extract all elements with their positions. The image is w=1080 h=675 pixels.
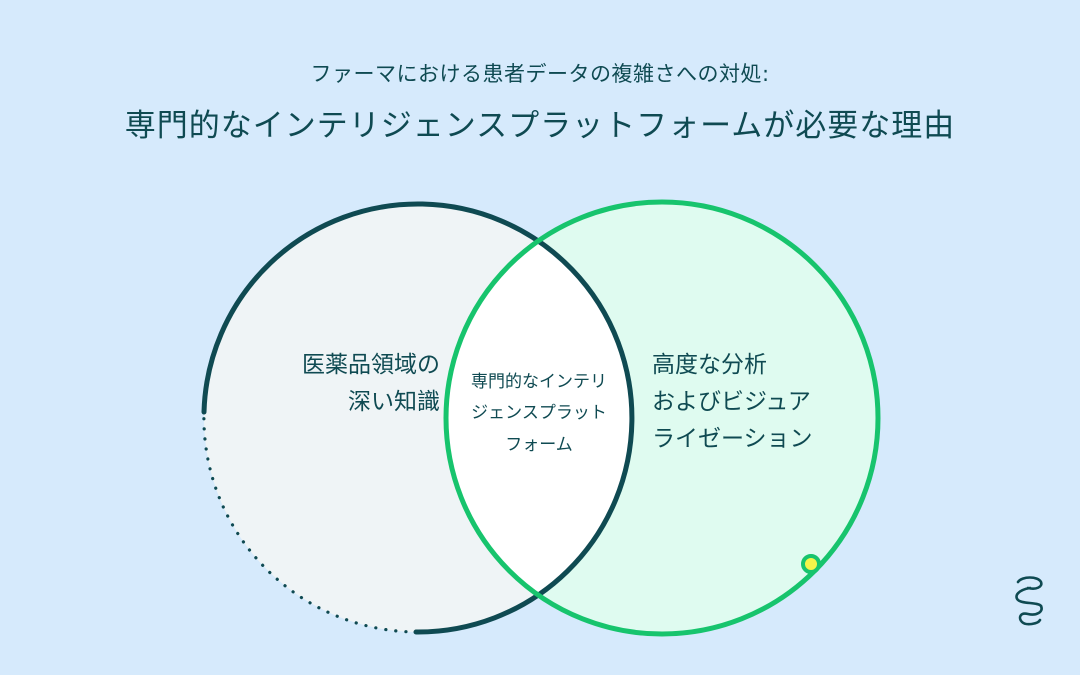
accent-dot xyxy=(801,554,821,574)
intersection-label-line: ジェンスプラット xyxy=(471,403,607,424)
right-label-line: 高度な分析 xyxy=(652,352,767,378)
left-circle-solid-arc xyxy=(201,201,635,635)
right-circle-label: 高度な分析 およびビジュア ライゼーション xyxy=(652,347,892,457)
left-circle-dotted-arc xyxy=(202,410,418,634)
header-subtitle: ファーマにおける患者データの複雑さへの対処: xyxy=(310,62,770,86)
intersection-fill xyxy=(446,204,632,632)
left-label-line: 医薬品領域の xyxy=(302,352,440,378)
intersection-label-line: 専門的なインテリ xyxy=(471,372,607,392)
page-title: 専門的なインテリジェンスプラットフォームが必要な理由 xyxy=(124,108,956,144)
brand-swirl-icon xyxy=(1015,576,1043,626)
right-circle-outline xyxy=(443,199,881,637)
right-label-line: およびビジュア xyxy=(652,388,811,415)
left-label-line: 深い知識 xyxy=(348,388,440,415)
left-circle-label: 医薬品領域の 深い知識 xyxy=(240,347,440,421)
intersection-label: 専門的なインテリ ジェンスプラット フォーム xyxy=(448,367,630,461)
right-label-line: ライゼーション xyxy=(652,425,813,452)
intersection-label-line: フォーム xyxy=(505,434,573,455)
